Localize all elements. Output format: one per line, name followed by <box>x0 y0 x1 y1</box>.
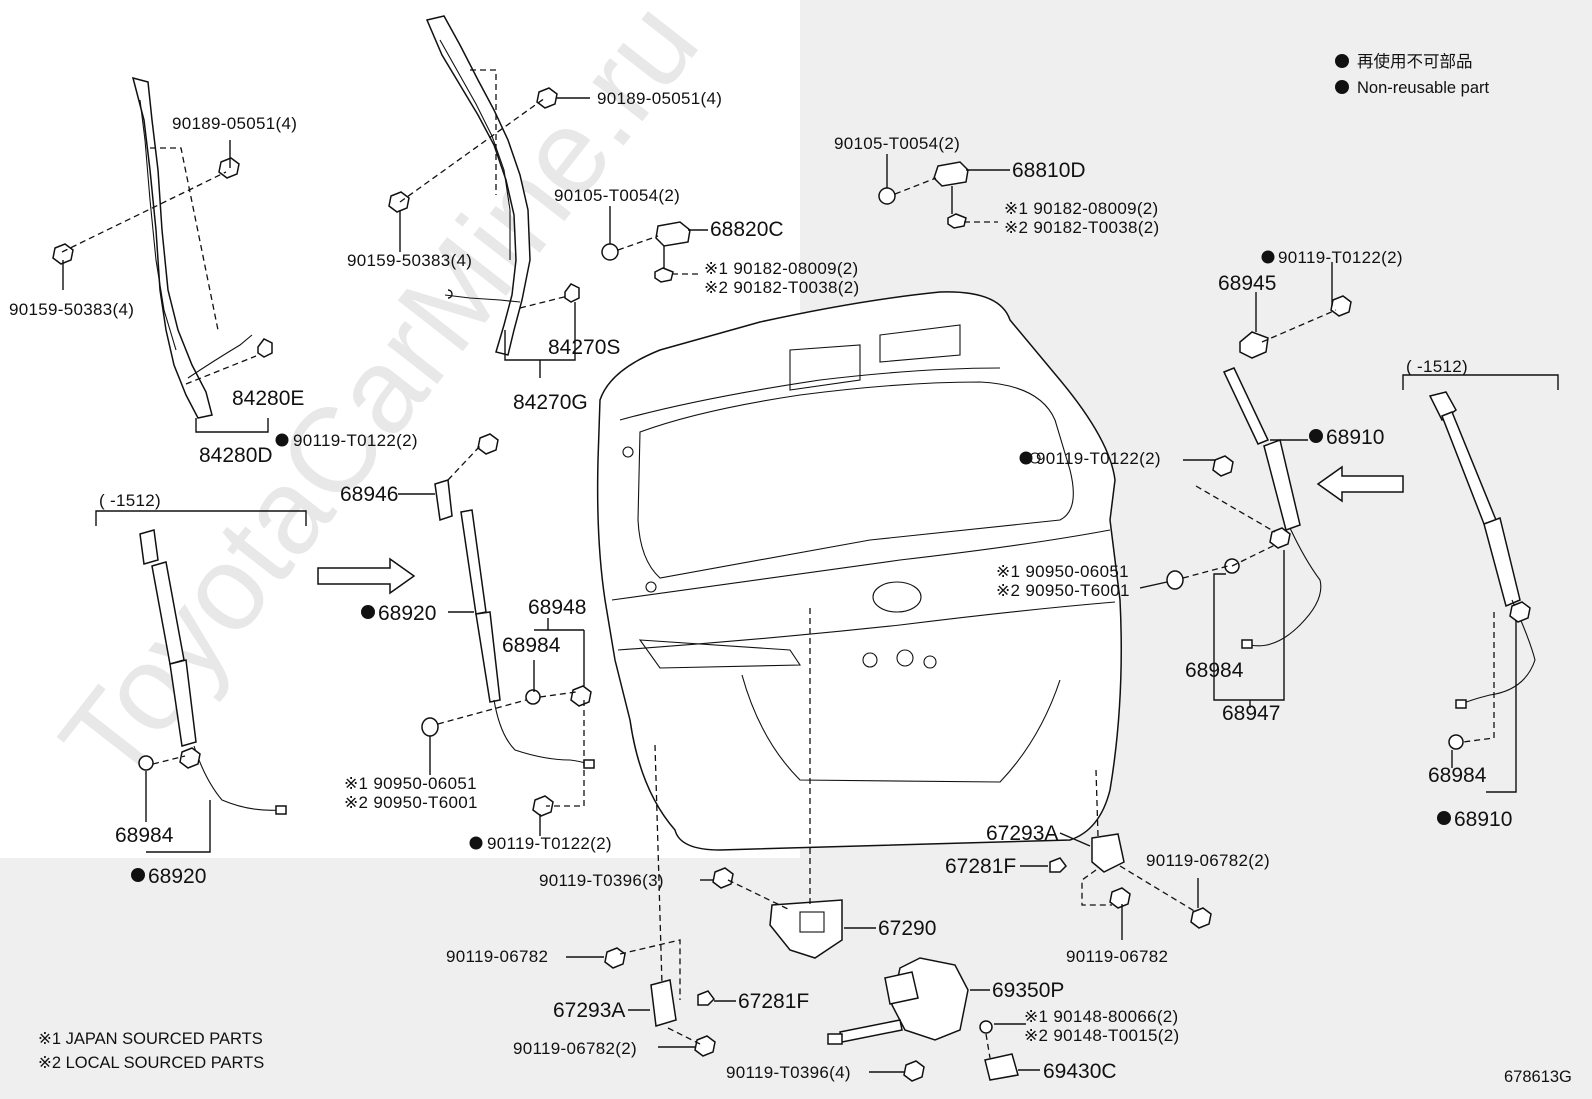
clip-90189-left <box>218 157 240 179</box>
marker-90119-T0122-right-top <box>1261 250 1275 264</box>
label-90105-T0054-mid: 90105-T0054(2) <box>554 186 680 205</box>
arrow-right-icon <box>317 557 416 595</box>
diagram-code: 678613G <box>1504 1068 1572 1086</box>
label-90105-T0054-top: 90105-T0054(2) <box>834 134 960 153</box>
label-68945: 68945 <box>1218 272 1276 295</box>
note-japan-sourced: ※1 JAPAN SOURCED PARTS <box>38 1030 263 1048</box>
label-range-right: ( -1512) <box>1406 357 1468 376</box>
label-69350P: 69350P <box>992 979 1064 1002</box>
strut-68920-center <box>421 433 595 817</box>
motor-69350P <box>827 957 993 1045</box>
label-90189-05051-left: 90189-05051(4) <box>172 114 297 133</box>
clip-90159-mid <box>388 191 410 213</box>
label-68910-a: 68910 <box>1326 426 1384 449</box>
label-69430C: 69430C <box>1043 1060 1117 1083</box>
bolt-90119-T0396-4 <box>903 1060 925 1082</box>
label-68984-mid: 68984 <box>502 634 561 657</box>
stopper-67293A-right <box>1049 833 1212 929</box>
label-67290: 67290 <box>878 917 936 940</box>
label-90182-T0038-mid: ※2 90182-T0038(2) <box>704 278 859 297</box>
legend-text-en: Non-reusable part <box>1357 79 1489 97</box>
label-90182-T0038-top: ※2 90182-T0038(2) <box>1004 218 1159 237</box>
background-panel-bottom <box>0 858 800 1099</box>
marker-68920-b <box>131 868 145 882</box>
marker-90119-T0122-right-center <box>1019 451 1033 465</box>
label-90119-06782-left: 90119-06782 <box>446 947 548 966</box>
label-90189-05051-mid: 90189-05051(4) <box>597 89 722 108</box>
legend-dot-jp <box>1335 54 1349 68</box>
strut-68910-center <box>1166 295 1352 649</box>
label-range-left: ( -1512) <box>99 491 161 510</box>
note-local-sourced: ※2 LOCAL SOURCED PARTS <box>38 1054 264 1072</box>
label-68920-b: 68920 <box>148 865 206 888</box>
label-67293A-left: 67293A <box>553 999 625 1022</box>
label-90119-06782-right: 90119-06782 <box>1066 947 1168 966</box>
label-68920-a: 68920 <box>378 602 436 625</box>
label-90119-T0122-right-top: 90119-T0122(2) <box>1278 248 1403 267</box>
legend-text-jp: 再使用不可部品 <box>1357 52 1473 71</box>
strut-68910-far-right: ( -1512) <box>1402 357 1559 750</box>
label-90950-06051-left: ※1 90950-06051 <box>344 774 477 793</box>
label-90119-T0122-right-center: 90119-T0122(2) <box>1036 449 1161 468</box>
label-90148-80066: ※1 90148-80066(2) <box>1024 1007 1179 1026</box>
label-90950-T6001-left: ※2 90950-T6001 <box>344 793 478 812</box>
marker-68920-a <box>361 605 375 619</box>
label-90182-08009-mid: ※1 90182-08009(2) <box>704 259 859 278</box>
label-90119-06782-2-left: 90119-06782(2) <box>513 1039 637 1058</box>
label-67281F-right: 67281F <box>945 855 1016 878</box>
label-68910-b: 68910 <box>1454 808 1512 831</box>
label-68946: 68946 <box>340 483 398 506</box>
label-84280E: 84280E <box>232 387 304 410</box>
label-90148-T0015: ※2 90148-T0015(2) <box>1024 1026 1179 1045</box>
label-68820C: 68820C <box>710 218 784 241</box>
label-84270G: 84270G <box>513 391 588 414</box>
legend-dot-en <box>1335 80 1349 94</box>
label-84270S: 84270S <box>548 336 620 359</box>
label-90950-T6001-right: ※2 90950-T6001 <box>996 581 1130 600</box>
label-90119-T0396-4: 90119-T0396(4) <box>726 1063 851 1082</box>
label-90159-50383-left: 90159-50383(4) <box>9 300 134 319</box>
strut-68920-far-left: ( -1512) <box>95 491 307 815</box>
label-84280D: 84280D <box>199 444 273 467</box>
label-68984-far-left: 68984 <box>115 824 174 847</box>
marker-90119-T0122-left-bottom <box>469 836 483 850</box>
clip-90159-left <box>52 243 74 265</box>
left-weatherstrip <box>131 76 253 419</box>
marker-68910-b <box>1437 811 1451 825</box>
clip-90189-mid <box>536 87 558 109</box>
legend: 再使用不可部品 Non-reusable part <box>1335 52 1489 97</box>
label-90182-08009-top: ※1 90182-08009(2) <box>1004 199 1159 218</box>
label-67281F-left: 67281F <box>738 990 809 1013</box>
marker-90119-T0122-left-center <box>275 433 289 447</box>
label-90950-06051-right: ※1 90950-06051 <box>996 562 1129 581</box>
clip-84280E <box>257 338 273 358</box>
label-90119-T0122-left-bottom: 90119-T0122(2) <box>487 834 612 853</box>
label-68948: 68948 <box>528 596 586 619</box>
label-68810D: 68810D <box>1012 159 1086 182</box>
striker-69430C <box>984 1053 1019 1081</box>
label-90159-50383-mid: 90159-50383(4) <box>347 251 472 270</box>
arrow-left-icon <box>1316 465 1404 503</box>
hinge-68820C <box>601 221 691 283</box>
label-90119-T0396-3: 90119-T0396(3) <box>539 871 664 890</box>
label-90119-T0122-left-center: 90119-T0122(2) <box>293 431 418 450</box>
back-door-panel <box>596 291 1122 851</box>
label-68984-right: 68984 <box>1185 659 1244 682</box>
label-68947: 68947 <box>1222 702 1280 725</box>
label-90119-06782-2-right: 90119-06782(2) <box>1146 851 1270 870</box>
lock-67290 <box>712 867 843 959</box>
label-67293A-right: 67293A <box>986 822 1058 845</box>
label-68984-far-right: 68984 <box>1428 764 1487 787</box>
stopper-67293A-left <box>604 947 716 1057</box>
marker-68910-a <box>1309 429 1323 443</box>
clip-84270S <box>564 283 580 303</box>
